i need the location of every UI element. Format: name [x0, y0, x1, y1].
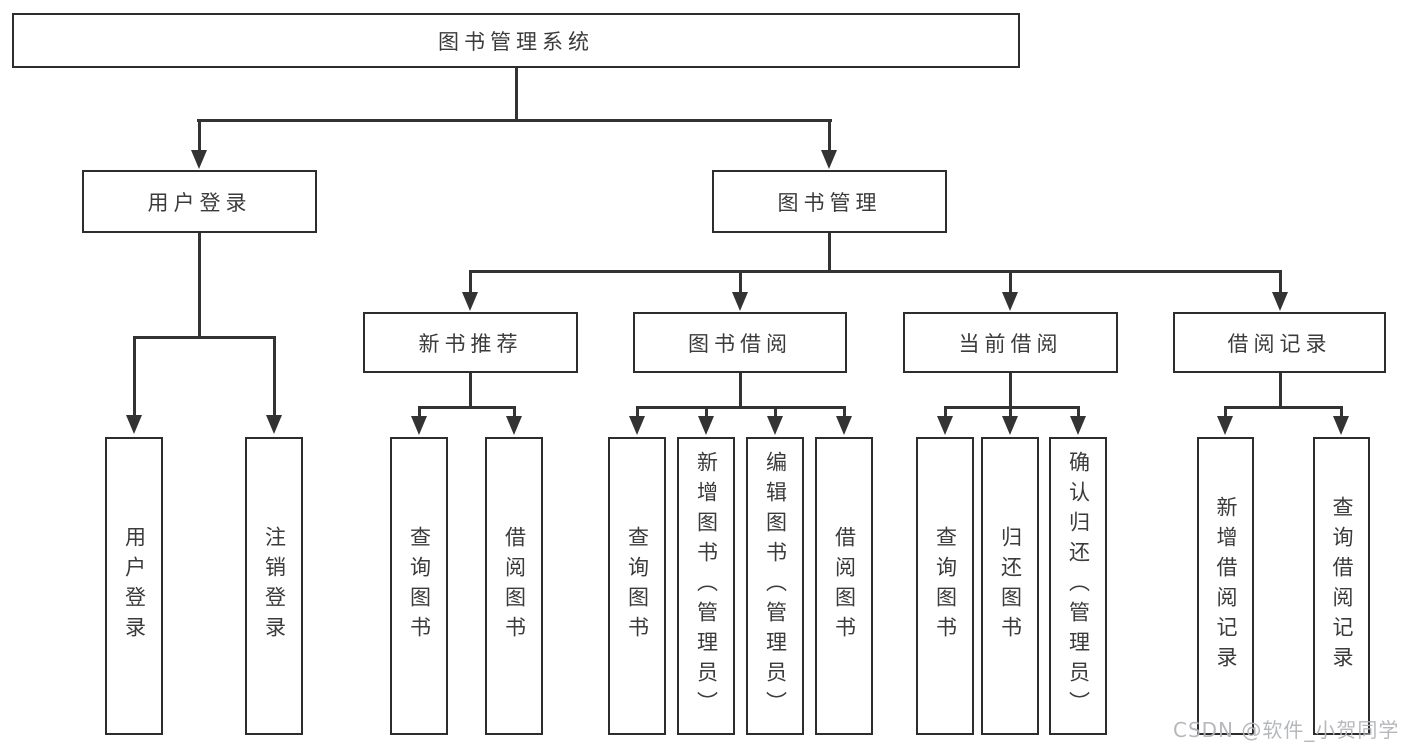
edge-root-drop-right	[828, 119, 831, 152]
edge-userlogin-rail	[133, 336, 275, 339]
edge-root-rail	[197, 119, 832, 122]
arrowhead-icon	[937, 416, 953, 435]
edge-bookmgmt-drop-3	[1009, 270, 1012, 294]
arrowhead-icon	[266, 415, 282, 434]
leaf-borrowing-borrow-books: 借阅图书	[815, 437, 873, 735]
edge-borrowing-rail	[636, 406, 845, 409]
edge-records-rail	[1224, 406, 1342, 409]
arrowhead-icon	[767, 416, 783, 435]
edge-bookmgmt-trunk	[828, 233, 831, 272]
node-borrow-records: 借阅记录	[1173, 312, 1386, 373]
leaf-current-return-books: 归还图书	[981, 437, 1039, 735]
leaf-current-query-books: 查询图书	[916, 437, 974, 735]
edge-borrowing-trunk	[739, 373, 742, 408]
edge-newbook-trunk	[469, 373, 472, 408]
edge-records-drop-2	[1340, 406, 1343, 418]
leaf-borrowing-add-books-admin: 新增图书（管理员）	[677, 437, 735, 735]
arrowhead-icon	[1272, 292, 1288, 311]
arrowhead-icon	[191, 150, 207, 169]
arrowhead-icon	[698, 416, 714, 435]
edge-borrowing-drop-4	[843, 406, 846, 418]
node-book-borrowing: 图书借阅	[633, 312, 847, 373]
arrowhead-icon	[126, 415, 142, 434]
edge-current-drop-2	[1009, 406, 1012, 418]
arrowhead-icon	[732, 292, 748, 311]
arrowhead-icon	[821, 150, 837, 169]
edge-bookmgmt-drop-4	[1279, 270, 1282, 294]
edge-userlogin-trunk	[198, 233, 201, 338]
edge-root-drop-left	[198, 119, 201, 152]
leaf-records-add-record: 新增借阅记录	[1197, 437, 1254, 735]
edge-current-trunk	[1009, 373, 1012, 408]
edge-borrowing-drop-2	[705, 406, 708, 418]
edge-bookmgmt-drop-1	[469, 270, 472, 294]
edge-records-trunk	[1279, 373, 1282, 408]
arrowhead-icon	[411, 416, 427, 435]
node-book-management: 图书管理	[712, 170, 947, 233]
node-current-borrowing: 当前借阅	[903, 312, 1118, 373]
edge-borrowing-drop-1	[636, 406, 639, 418]
leaf-borrowing-query-books: 查询图书	[608, 437, 666, 735]
leaf-logout: 注销登录	[245, 437, 303, 735]
arrowhead-icon	[462, 292, 478, 311]
node-new-book-recommend: 新书推荐	[363, 312, 578, 373]
node-user-login: 用户登录	[82, 170, 317, 233]
arrowhead-icon	[1002, 292, 1018, 311]
edge-current-drop-3	[1077, 406, 1080, 418]
watermark: CSDN @软件_小贺同学	[1173, 718, 1400, 742]
edge-newbook-drop-2	[513, 406, 516, 418]
arrowhead-icon	[1217, 416, 1233, 435]
leaf-newbook-borrow-books: 借阅图书	[485, 437, 543, 735]
leaf-records-query-record: 查询借阅记录	[1313, 437, 1370, 735]
edge-userlogin-drop-2	[273, 336, 276, 416]
arrowhead-icon	[1002, 416, 1018, 435]
edge-current-drop-1	[944, 406, 947, 418]
edge-bookmgmt-drop-2	[739, 270, 742, 294]
edge-root-trunk	[515, 68, 518, 121]
node-system-root: 图书管理系统	[12, 13, 1020, 68]
arrowhead-icon	[1333, 416, 1349, 435]
leaf-user-login: 用户登录	[105, 437, 163, 735]
leaf-borrowing-edit-books-admin: 编辑图书（管理员）	[746, 437, 804, 735]
leaf-current-confirm-return-admin: 确认归还（管理员）	[1049, 437, 1107, 735]
edge-userlogin-drop-1	[133, 336, 136, 416]
arrowhead-icon	[836, 416, 852, 435]
edge-current-rail	[944, 406, 1080, 409]
arrowhead-icon	[629, 416, 645, 435]
leaf-newbook-query-books: 查询图书	[390, 437, 448, 735]
edge-newbook-drop-1	[418, 406, 421, 418]
arrowhead-icon	[1070, 416, 1086, 435]
edge-borrowing-drop-3	[774, 406, 777, 418]
edge-newbook-rail	[418, 406, 515, 409]
arrowhead-icon	[506, 416, 522, 435]
edge-bookmgmt-rail	[469, 270, 1281, 273]
edge-records-drop-1	[1224, 406, 1227, 418]
